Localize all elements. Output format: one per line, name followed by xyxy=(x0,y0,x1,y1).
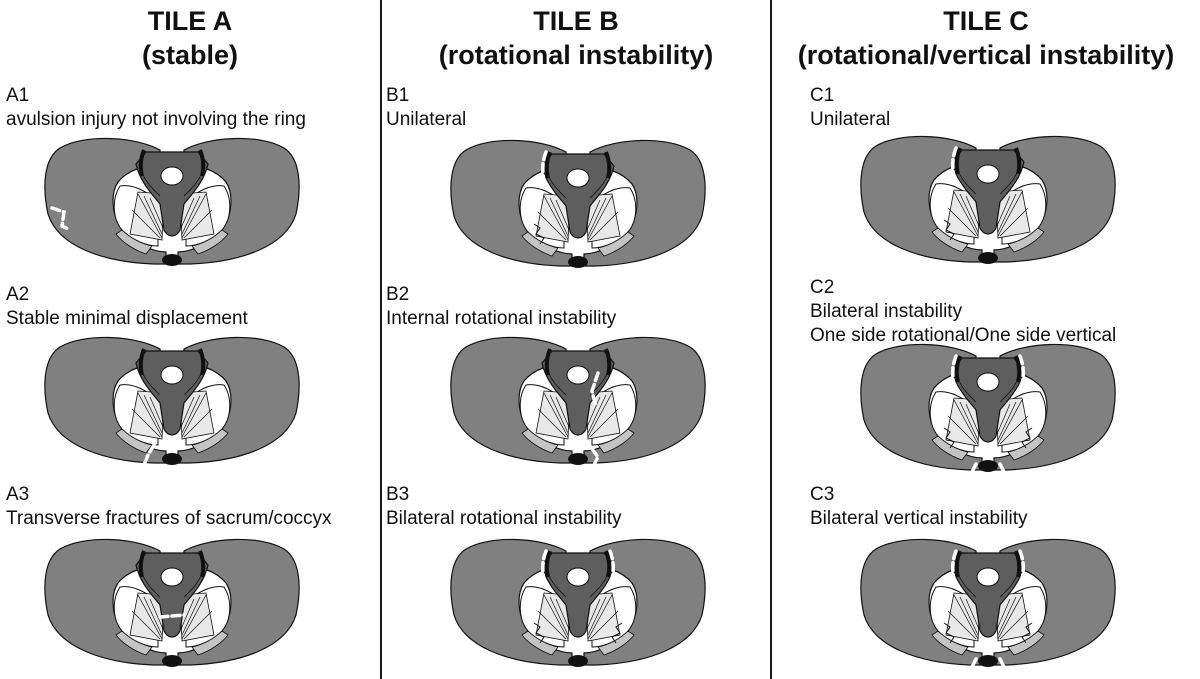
left-ilium xyxy=(44,336,167,464)
left-ilium xyxy=(44,538,167,666)
sacrum xyxy=(541,350,615,436)
pelvis-diagram-b2 xyxy=(448,333,708,473)
sacrum xyxy=(135,552,209,638)
sacral-foramen xyxy=(160,567,184,587)
right-ilium xyxy=(993,135,1116,263)
left-ilium xyxy=(860,538,983,666)
pubic-symphysis xyxy=(162,254,182,266)
tile-a-subtitle: (stable) xyxy=(141,40,239,70)
pelvis-diagram-b3 xyxy=(448,535,708,675)
pubic-symphysis xyxy=(568,655,588,667)
b2-description: Internal rotational instability xyxy=(386,308,617,329)
sacrum xyxy=(951,552,1025,638)
left-ilium xyxy=(450,538,573,666)
tile-b-title: TILE B xyxy=(533,6,619,36)
sacral-foramen xyxy=(566,168,590,188)
a1-code: A1 xyxy=(6,85,30,106)
column-divider-1 xyxy=(380,0,382,679)
pubic-symphysis xyxy=(568,256,588,268)
sacral-foramen xyxy=(160,166,184,186)
tile-a-title: TILE A xyxy=(147,6,233,36)
pelvis-diagram-c1 xyxy=(858,132,1118,272)
b3-code: B3 xyxy=(386,484,410,505)
c2-description-line1: Bilateral instability xyxy=(810,301,963,322)
pubic-symphysis xyxy=(978,655,998,667)
pelvis-diagram-a2 xyxy=(42,333,302,473)
pubic-symphysis xyxy=(978,460,998,472)
b3-description: Bilateral rotational instability xyxy=(386,508,622,529)
pelvis-diagram-c3 xyxy=(858,535,1118,675)
a2-description: Stable minimal displacement xyxy=(6,308,248,329)
left-ilium xyxy=(44,137,167,265)
right-ilium xyxy=(177,336,300,464)
sacral-foramen xyxy=(160,365,184,385)
right-ilium xyxy=(177,538,300,666)
c2-code: C2 xyxy=(810,277,835,298)
c3-description: Bilateral vertical instability xyxy=(810,508,1028,529)
column-divider-2 xyxy=(770,0,772,679)
b2-code: B2 xyxy=(386,284,410,305)
pelvis-diagram-b1 xyxy=(448,136,708,276)
sacrum xyxy=(135,151,209,237)
tile-b-subtitle: (rotational instability) xyxy=(438,40,714,70)
left-ilium xyxy=(860,343,983,471)
right-ilium xyxy=(993,343,1116,471)
tile-c-subtitle: (rotational/vertical instability) xyxy=(797,40,1175,70)
sacral-foramen xyxy=(976,164,1000,184)
a3-code: A3 xyxy=(6,484,30,505)
tile-c-title: TILE C xyxy=(943,6,1029,36)
pelvis-diagram-a1 xyxy=(42,134,302,274)
sacral-foramen xyxy=(976,567,1000,587)
sacrum xyxy=(951,357,1025,443)
sacrum xyxy=(951,149,1025,235)
right-ilium xyxy=(583,538,706,666)
c1-code: C1 xyxy=(810,85,835,106)
left-ilium xyxy=(860,135,983,263)
left-ilium xyxy=(450,336,573,464)
a1-description: avulsion injury not involving the ring xyxy=(6,109,306,130)
pelvis-diagram-a3 xyxy=(42,535,302,675)
sacrum xyxy=(135,350,209,436)
pelvis-diagram-c2 xyxy=(858,340,1118,480)
sacral-foramen xyxy=(566,567,590,587)
c1-description: Unilateral xyxy=(810,109,891,130)
c2-description-line2: One side rotational/One side vertical xyxy=(810,325,1117,346)
a3-description: Transverse fractures of sacrum/coccyx xyxy=(6,508,332,529)
b1-description: Unilateral xyxy=(386,109,467,130)
a2-code: A2 xyxy=(6,284,30,305)
right-ilium xyxy=(993,538,1116,666)
b1-code: B1 xyxy=(386,85,410,106)
sacrum xyxy=(541,153,615,239)
right-ilium xyxy=(583,139,706,267)
right-ilium xyxy=(583,336,706,464)
c3-code: C3 xyxy=(810,484,835,505)
right-ilium xyxy=(177,137,300,265)
pubic-symphysis xyxy=(978,252,998,264)
tile-a-heading: TILE A (stable) xyxy=(0,4,380,72)
sacral-foramen xyxy=(976,372,1000,392)
sacral-foramen xyxy=(566,365,590,385)
sacrum xyxy=(541,552,615,638)
pubic-symphysis xyxy=(162,453,182,465)
pubic-symphysis xyxy=(568,453,588,465)
left-ilium xyxy=(450,139,573,267)
tile-c-heading: TILE C (rotational/vertical instability) xyxy=(772,4,1200,72)
pubic-symphysis xyxy=(162,655,182,667)
tile-b-heading: TILE B (rotational instability) xyxy=(382,4,770,72)
